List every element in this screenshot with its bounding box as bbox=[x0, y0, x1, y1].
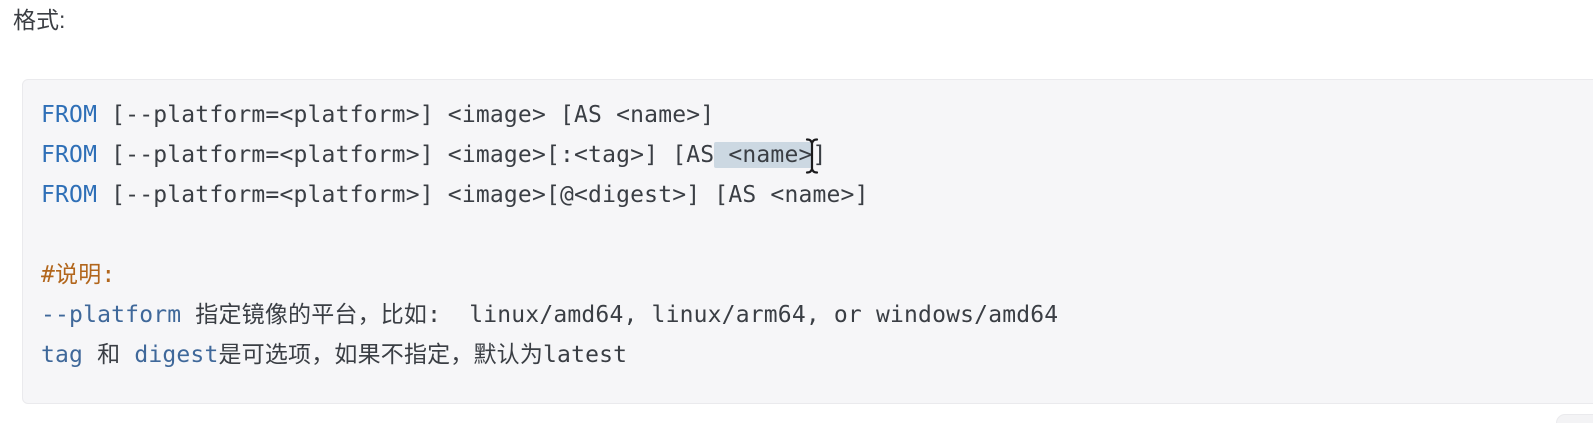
code-segment-plain: ] bbox=[812, 142, 827, 168]
bottom-right-partial-panel bbox=[1556, 414, 1593, 423]
code-segment-plain: [--platform=<platform>] <image> [AS <nam… bbox=[97, 102, 715, 128]
code-segment-keyword: FROM bbox=[41, 142, 98, 168]
i-beam-cursor-icon bbox=[805, 138, 819, 174]
code-segment-plain: [--platform=<platform>] <image>[:<tag>] … bbox=[97, 142, 715, 168]
code-segment-token: tag bbox=[41, 342, 84, 368]
code-segment-plain: 指定镜像的平台，比如: linux/amd64, linux/arm64, or… bbox=[181, 302, 1059, 328]
code-segment-selected: <name> bbox=[714, 142, 813, 168]
code-segment-token: digest bbox=[134, 342, 219, 368]
code-segment-plain: 和 bbox=[83, 342, 135, 368]
code-line: FROM [--platform=<platform>] <image>[@<d… bbox=[41, 175, 1593, 215]
code-segment-keyword: FROM bbox=[41, 182, 98, 208]
code-line: --platform 指定镜像的平台，比如: linux/amd64, linu… bbox=[41, 295, 1593, 335]
code-segment-plain: 是可选项，如果不指定，默认为latest bbox=[218, 342, 628, 368]
code-segment-token: --platform bbox=[41, 302, 182, 328]
format-label: 格式: bbox=[13, 7, 66, 33]
code-segment-comment: #说明: bbox=[41, 262, 116, 288]
code-lines: FROM [--platform=<platform>] <image> [AS… bbox=[41, 95, 1593, 375]
code-line bbox=[41, 215, 1593, 255]
code-line: tag 和 digest是可选项，如果不指定，默认为latest bbox=[41, 335, 1593, 375]
code-line: #说明: bbox=[41, 255, 1593, 295]
code-line: FROM [--platform=<platform>] <image> [AS… bbox=[41, 95, 1593, 135]
code-segment-keyword: FROM bbox=[41, 102, 98, 128]
code-segment-plain: [--platform=<platform>] <image>[@<digest… bbox=[97, 182, 869, 208]
code-line: FROM [--platform=<platform>] <image>[:<t… bbox=[41, 135, 1593, 175]
code-block[interactable]: FROM [--platform=<platform>] <image> [AS… bbox=[22, 79, 1593, 404]
